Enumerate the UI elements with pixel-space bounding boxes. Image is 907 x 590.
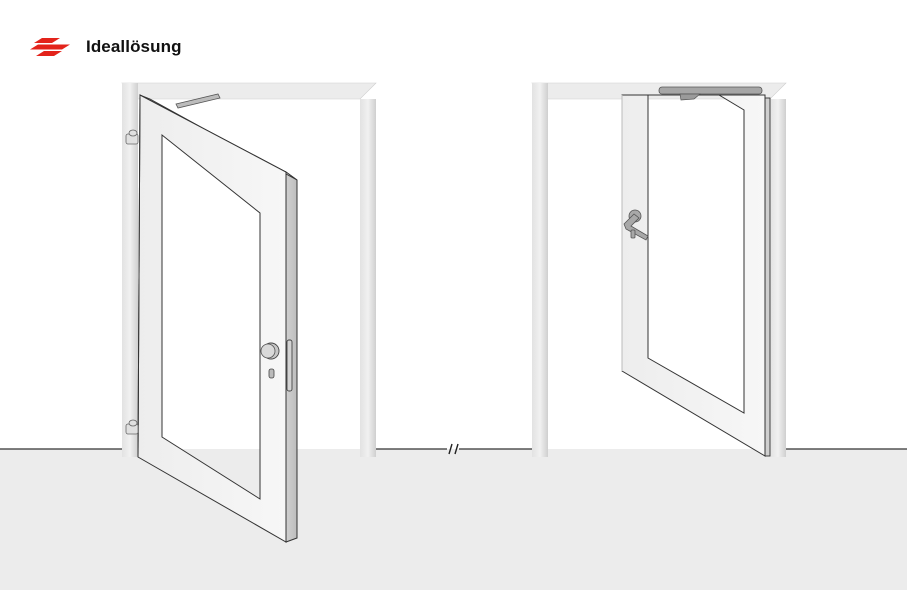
- brand-title: Ideallösung: [86, 37, 182, 56]
- red-stripes-logo-icon: [30, 38, 70, 56]
- door-knob-icon: [260, 342, 280, 360]
- right-door: [531, 82, 787, 457]
- floor: [0, 449, 907, 590]
- left-door: [121, 82, 377, 543]
- keyhole-icon: [268, 368, 275, 379]
- door-frame-icon: [121, 82, 377, 457]
- floor-break-icon: [448, 443, 459, 455]
- lever-handle-icon: [623, 209, 649, 241]
- brand: Ideallösung: [30, 36, 182, 58]
- overhead-stay-arm-icon: [175, 93, 221, 109]
- hinge-icon: [125, 129, 139, 435]
- door-leaf: [621, 94, 771, 457]
- door-closer-icon: [658, 86, 763, 101]
- door-leaf: [137, 94, 298, 543]
- lock-strike-icon: [286, 339, 293, 392]
